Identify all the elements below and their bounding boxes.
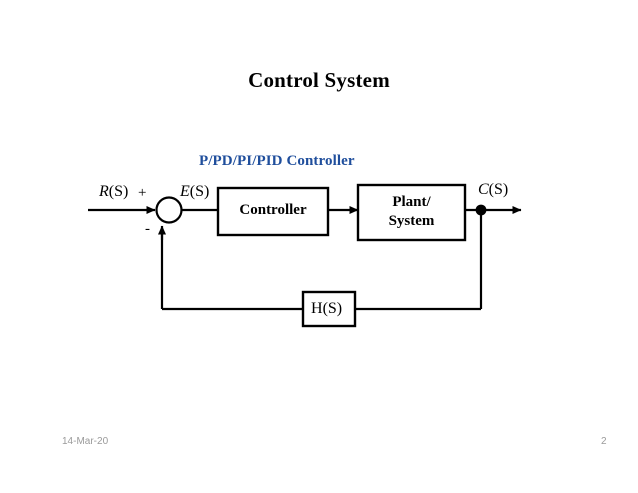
label-reference-argument: (S): [108, 183, 129, 200]
plant-system-block-label: Plant/ System: [388, 194, 435, 229]
label-feedback-variable: H: [311, 300, 323, 317]
summing-plus-sign: +: [138, 185, 147, 201]
feedback-hs-block-label: H(S): [311, 300, 342, 318]
label-output-argument: (S): [488, 181, 509, 198]
plant-system-block: [356, 183, 467, 242]
label-error-signal: E(S): [180, 183, 209, 201]
label-output-variable: C: [478, 181, 489, 198]
summing-junction-circle: [155, 196, 183, 224]
feedback-hs-block: [301, 290, 357, 328]
diagram-subtitle: P/PD/PI/PID Controller: [199, 153, 355, 169]
summing-minus-sign: -: [145, 221, 150, 237]
footer-page-number: 2: [601, 436, 607, 447]
label-reference-variable: R: [99, 183, 109, 200]
label-error-argument: (S): [189, 183, 210, 200]
label-reference-signal: R(S): [99, 183, 128, 201]
output-junction-dot: [475, 204, 487, 216]
label-output-signal: C(S): [478, 181, 508, 199]
page-title: Control System: [248, 68, 390, 92]
controller-block: [216, 186, 330, 237]
label-feedback-argument: (S): [322, 300, 343, 317]
label-error-variable: E: [180, 183, 190, 200]
controller-block-label: Controller: [239, 202, 307, 218]
footer-date: 14-Mar-20: [62, 436, 109, 447]
